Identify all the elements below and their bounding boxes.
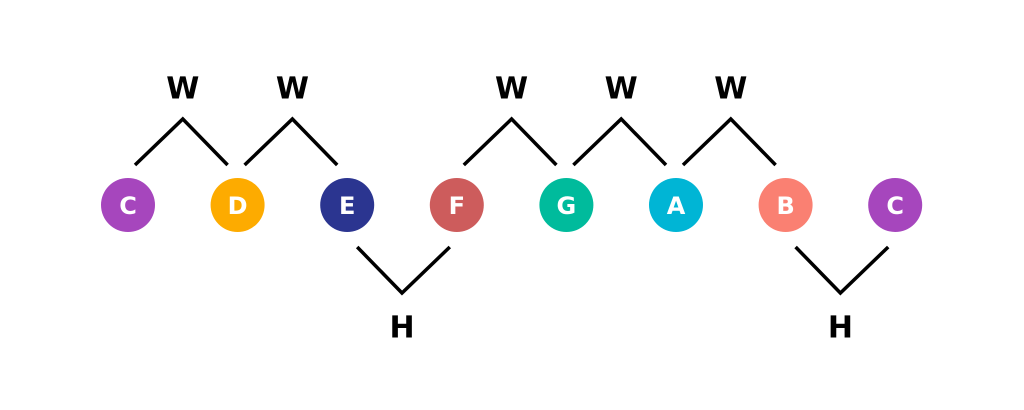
bracket-line [681, 116, 777, 167]
note-label: F [449, 192, 465, 220]
note-label: C [886, 192, 904, 220]
step-label: W [166, 72, 199, 107]
half-step-bracket: H [355, 245, 452, 346]
note-circle [101, 178, 155, 232]
whole-step-bracket: W [681, 72, 777, 167]
bracket-line [355, 245, 452, 296]
note-circle [429, 178, 484, 232]
note-label: C [119, 192, 137, 220]
bracket-line [243, 116, 339, 167]
step-label: W [714, 72, 747, 107]
note-label: G [557, 192, 577, 220]
step-label: W [605, 72, 638, 107]
note-label: D [228, 192, 248, 220]
note-circle [539, 178, 594, 232]
note-e: E [320, 178, 375, 232]
bracket-line [133, 116, 229, 167]
note-d: D [210, 178, 265, 232]
half-step-bracket: H [794, 245, 890, 346]
note-c: C [868, 178, 923, 232]
note-label: A [667, 192, 686, 220]
note-g: G [539, 178, 594, 232]
bracket-line [794, 245, 890, 296]
whole-step-bracket: W [462, 72, 558, 167]
bracket-line [572, 116, 668, 167]
whole-step-bracket: W [133, 72, 229, 167]
bracket-line [462, 116, 558, 167]
step-label: W [495, 72, 528, 107]
note-f: F [429, 178, 484, 232]
note-label: B [776, 192, 794, 220]
step-label: W [276, 72, 309, 107]
step-label: H [389, 311, 414, 346]
note-circle [320, 178, 375, 232]
note-circle [649, 178, 703, 232]
note-b: B [758, 178, 813, 232]
note-label: E [339, 192, 355, 220]
note-circle [868, 178, 923, 232]
note-a: A [649, 178, 703, 232]
note-c: C [101, 178, 155, 232]
step-label: H [828, 311, 853, 346]
note-circle [210, 178, 265, 232]
note-circle [758, 178, 813, 232]
whole-step-bracket: W [243, 72, 339, 167]
whole-step-bracket: W [572, 72, 668, 167]
